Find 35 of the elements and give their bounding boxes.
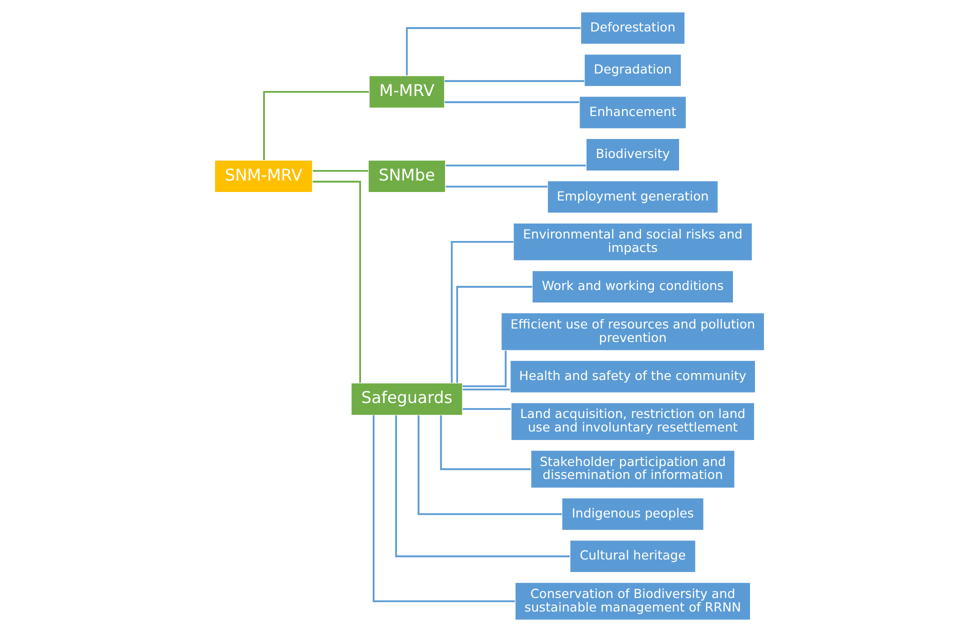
connector [395, 415, 570, 558]
connector [462, 350, 507, 388]
node-box: Enhancement [578, 96, 687, 130]
node-box: Biodiversity [586, 138, 680, 172]
node-box: SNMbe [368, 160, 446, 193]
connector [444, 101, 580, 104]
connector [450, 240, 514, 383]
node-box: Stakeholder participation and dissemination of information [530, 450, 736, 488]
connector [312, 170, 368, 172]
connector [440, 415, 531, 470]
node-box: Safeguards [350, 382, 463, 416]
node-box: M-MRV [368, 75, 446, 108]
node-box: Cultural heritage [569, 540, 696, 573]
connector [444, 80, 584, 82]
connector [446, 186, 548, 188]
connector [406, 27, 581, 76]
connector [462, 408, 511, 410]
node-box: Indigenous peoples [561, 497, 704, 531]
node-box: Deforestation [580, 11, 686, 45]
node-box: Employment generation [547, 180, 719, 214]
connector [372, 415, 515, 602]
node-box: Work and working conditions [532, 270, 734, 304]
node-box: SNM-MRV [214, 160, 313, 193]
node-box: Health and safety of the community [510, 360, 756, 394]
connector [462, 388, 510, 390]
node-box: Degradation [584, 54, 682, 87]
node-box: Environmental and social risks and impacts [512, 222, 753, 262]
node-box: Conservation of Biodiversity and sustainable management of RRNN [514, 582, 751, 621]
connector [312, 180, 362, 383]
node-box: Land acquisition, restriction on land use and involuntary resettlement [510, 402, 755, 441]
node-box: Efficient use of resources and pollution prevention [500, 312, 765, 352]
connector [418, 415, 562, 515]
connector [263, 90, 369, 160]
connector [456, 286, 532, 383]
connector [446, 164, 586, 166]
